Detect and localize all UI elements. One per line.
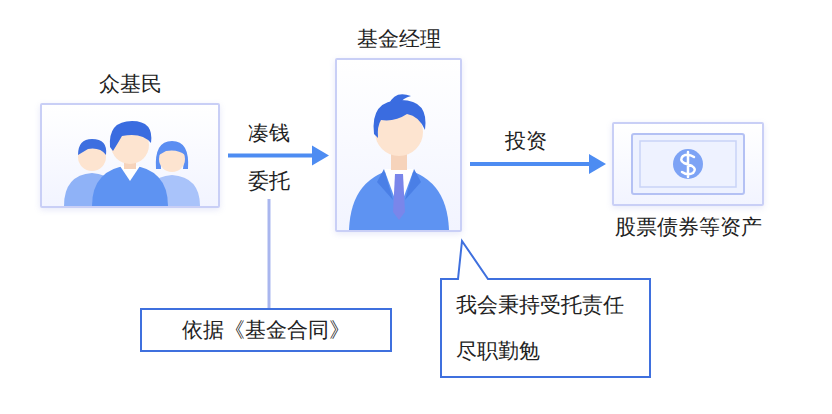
flow-arrow — [470, 154, 606, 174]
contract-box: 依据《基金合同》 — [140, 308, 392, 352]
box-heading: 股票债券等资产 — [615, 214, 762, 240]
person-body — [92, 165, 168, 206]
money-icon — [614, 124, 762, 204]
box-heading: 基金经理 — [357, 26, 441, 52]
box-text: 依据《基金合同》 — [182, 317, 350, 343]
manager-box: 基金经理 — [335, 58, 462, 232]
investors-box: 众基民 — [40, 103, 220, 208]
arrow-shaft — [228, 154, 315, 158]
person-hair — [159, 144, 185, 155]
edge-label: 投资 — [503, 128, 549, 154]
manager-illustration — [337, 60, 460, 230]
people-illustration — [42, 105, 218, 206]
arrow-head — [589, 154, 606, 174]
bubble-shape — [441, 241, 650, 377]
arrow-head — [312, 146, 329, 166]
suit — [349, 168, 449, 230]
person-hair — [78, 139, 106, 155]
note-label: 委托 — [246, 168, 292, 194]
leader-line — [268, 199, 271, 308]
speech-bubble: 我会秉持受托责任 尽职勤勉 — [440, 278, 650, 378]
lapel — [405, 169, 421, 200]
hair — [374, 100, 426, 138]
speech-text: 我会秉持受托责任 尽职勤勉 — [440, 278, 650, 378]
banknote — [632, 134, 744, 194]
dollar-sign — [681, 152, 695, 177]
person-hair — [110, 121, 152, 151]
arrow-shaft — [470, 162, 592, 166]
edge-label: 凑钱 — [246, 120, 292, 146]
box-heading: 众基民 — [99, 71, 162, 97]
hair-tuft — [389, 94, 411, 104]
lapel — [377, 169, 393, 200]
coin-mark — [673, 149, 703, 179]
asset-box: 股票债券等资产 — [612, 122, 764, 206]
flow-arrow — [228, 146, 329, 166]
tie — [393, 174, 405, 220]
banknote-inner — [640, 141, 736, 187]
